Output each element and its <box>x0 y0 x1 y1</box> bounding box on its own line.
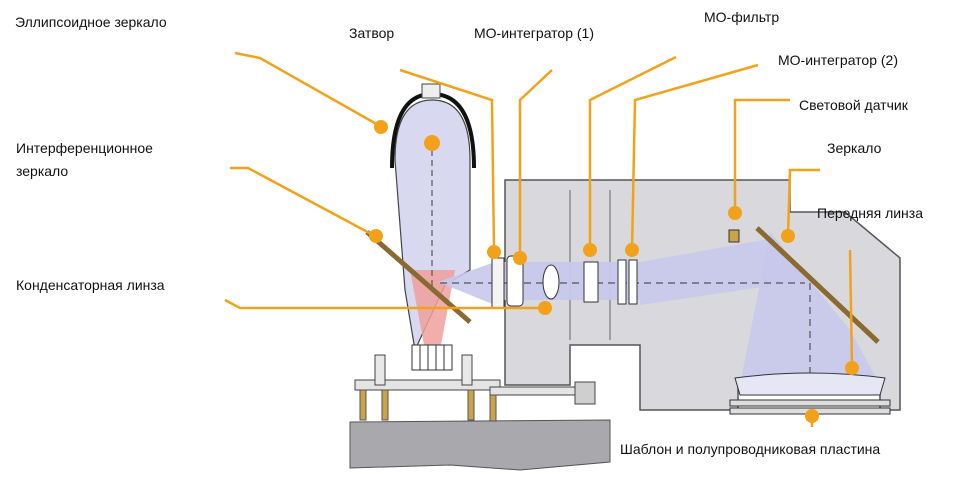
label-mo-integrator-1: МО-интегратор (1) <box>474 25 595 41</box>
label-front-lens: Передняя линза <box>817 205 923 221</box>
dot-mo-integrator-2 <box>625 243 639 257</box>
label-mask-and-wafer: Шаблон и полупроводниковая пластина <box>620 441 881 457</box>
label-mo-filter: МО-фильтр <box>704 9 780 25</box>
dot-shutter <box>487 245 501 259</box>
label-condenser-lens: Конденсаторная линза <box>16 277 165 293</box>
label-mirror: Зеркало <box>827 140 882 156</box>
dot-ellipsoid-mirror <box>374 120 388 134</box>
dot-mirror <box>781 229 795 243</box>
dot-light-sensor <box>728 206 742 220</box>
dot-mo-integrator-1 <box>513 251 527 265</box>
dot-lamp <box>424 135 440 151</box>
label-ellipsoid-mirror: Эллипсоидное зеркало <box>15 14 167 30</box>
label-interference-mirror-line2: зеркало <box>16 163 69 179</box>
dot-front-lens <box>845 361 859 375</box>
lamp-housing <box>390 83 476 371</box>
optical-beam <box>438 232 880 385</box>
dot-mask-wafer <box>805 409 819 423</box>
label-shutter: Затвор <box>349 25 395 41</box>
label-mo-integrator-2: МО-интегратор (2) <box>778 52 899 68</box>
dot-interference-mirror <box>369 229 383 243</box>
dot-condenser-lens <box>538 301 552 315</box>
base-plate <box>349 354 611 471</box>
label-interference-mirror-line1: Интерференционное <box>16 140 153 156</box>
leader-lines <box>224 51 854 427</box>
dot-mo-filter <box>583 243 597 257</box>
label-light-sensor: Световой датчик <box>799 97 908 113</box>
leader-dots <box>369 120 859 423</box>
